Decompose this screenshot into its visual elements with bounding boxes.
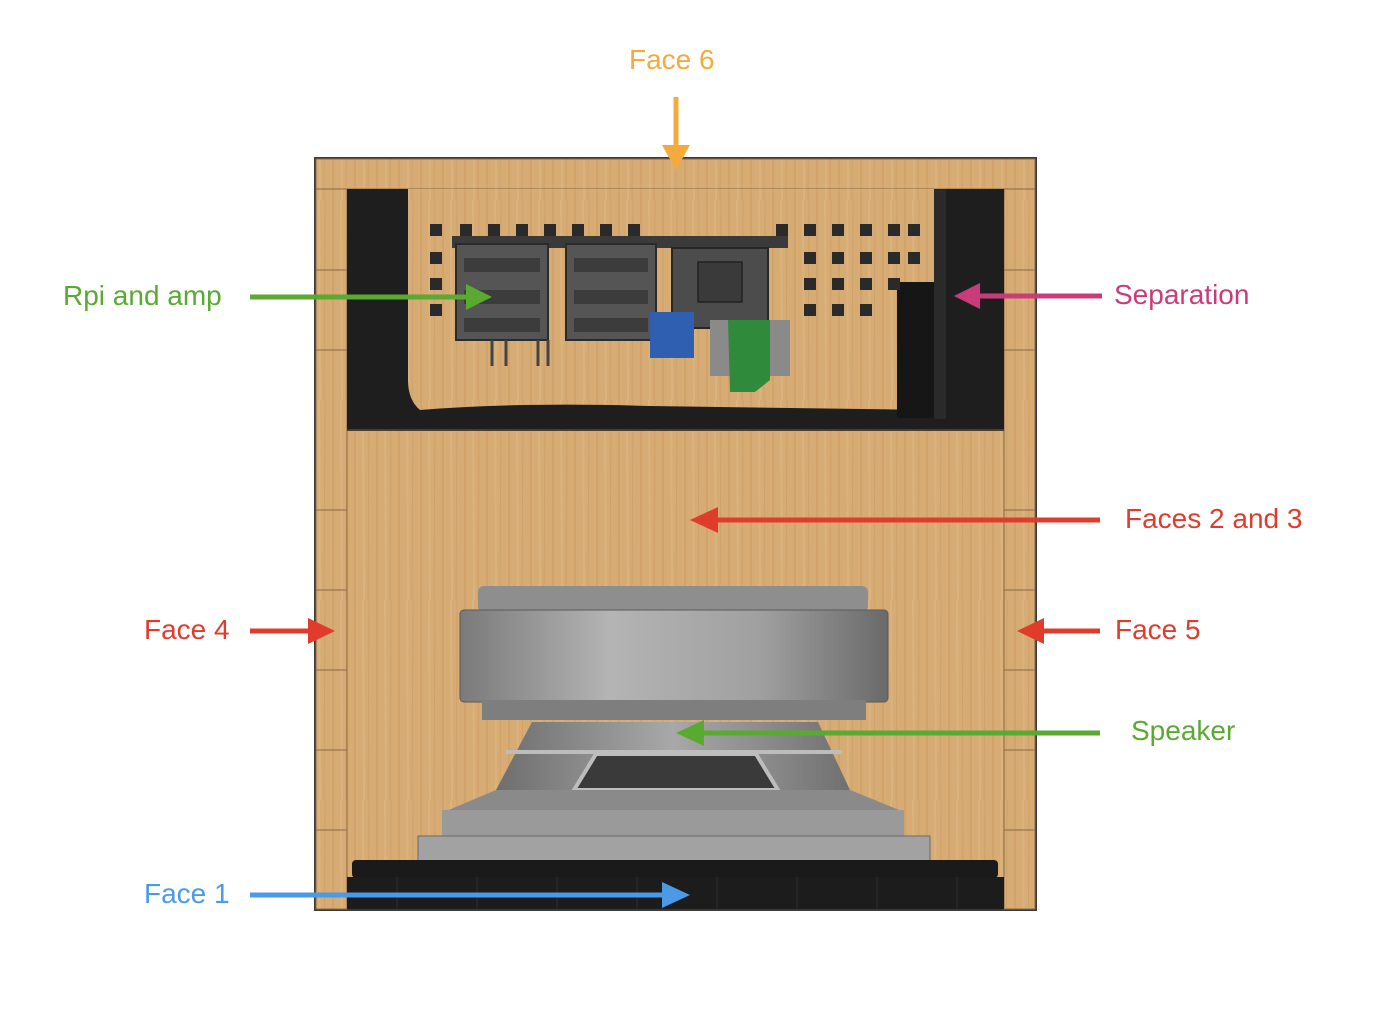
arrow-face1 <box>250 882 690 908</box>
label-face4: Face 4 <box>144 614 230 645</box>
arrow-faces23 <box>690 507 1100 533</box>
label-rpi-amp: Rpi and amp <box>63 280 222 311</box>
rpi-board <box>452 236 790 392</box>
vent-grid <box>430 224 920 316</box>
arrow-face4 <box>250 618 335 644</box>
label-separation: Separation <box>1114 279 1250 310</box>
arrow-separation <box>954 283 1102 309</box>
label-faces23: Faces 2 and 3 <box>1125 503 1303 534</box>
label-face1: Face 1 <box>144 878 230 909</box>
label-face6: Face 6 <box>629 44 715 75</box>
arrow-rpi-amp <box>250 284 492 310</box>
electronics-compartment <box>347 189 1004 431</box>
label-face5: Face 5 <box>1115 614 1201 645</box>
speaker-driver <box>352 586 998 878</box>
face5-panel <box>1003 188 1036 910</box>
label-speaker: Speaker <box>1131 715 1236 746</box>
arrow-face6 <box>662 97 690 170</box>
arrow-face5 <box>1017 618 1100 644</box>
arrow-speaker <box>676 720 1100 746</box>
face4-panel <box>315 188 348 910</box>
